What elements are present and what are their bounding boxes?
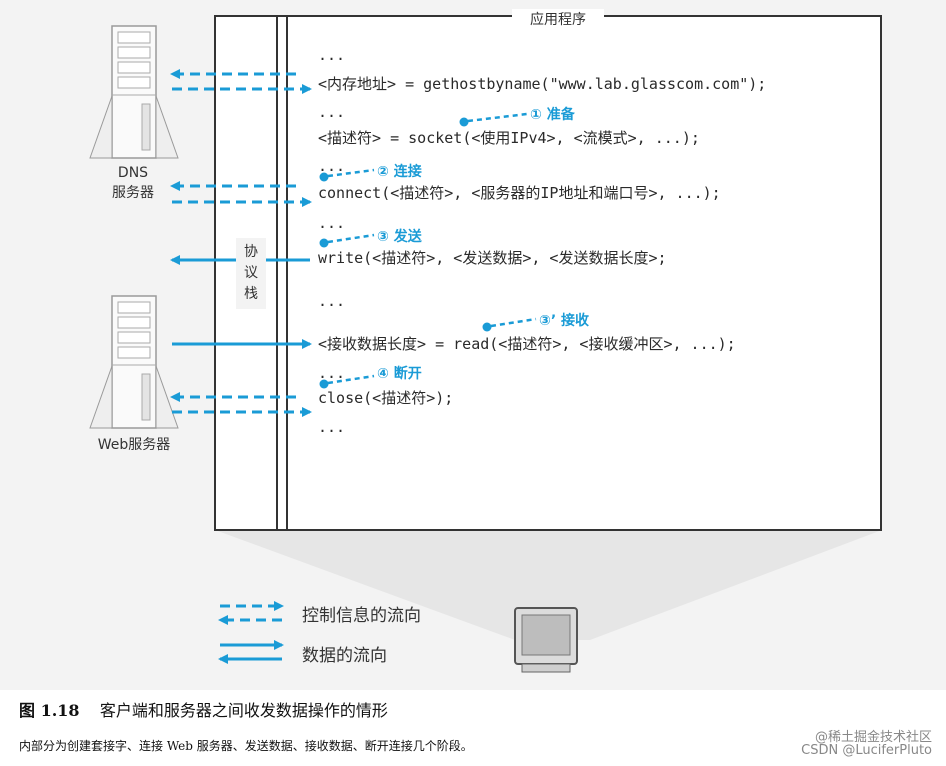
control-flow-arrows-close	[170, 392, 312, 417]
application-title: 应用程序	[512, 9, 604, 29]
watermark-csdn: CSDN @LuciferPluto	[801, 743, 932, 758]
code-line-write: write(<描述符>, <发送数据>, <发送数据长度>;	[318, 249, 667, 267]
figure-number: 图 1.18	[19, 701, 80, 720]
step-prepare-label: ① 准备	[530, 107, 575, 123]
code-line: ...	[318, 418, 346, 436]
step-receive-label: ③’ 接收	[539, 313, 590, 329]
control-flow-arrows-gethostbyname	[170, 69, 312, 94]
control-flow-arrows-connect	[170, 181, 312, 207]
diagram-canvas: 应用程序 ... <内存地址> = gethostbyname("www.lab…	[0, 0, 946, 690]
application-frame	[214, 15, 882, 531]
code-line: ...	[318, 157, 346, 175]
dns-server-label: DNS 服务器	[112, 165, 154, 201]
code-line: ...	[318, 46, 346, 64]
figure-caption-title: 图 1.18 客户端和服务器之间收发数据操作的情形	[19, 697, 388, 721]
legend-control-arrow	[218, 601, 284, 625]
code-line-connect: connect(<描述符>, <服务器的IP地址和端口号>, ...);	[318, 184, 721, 202]
legend-data-arrow	[218, 640, 284, 664]
step-pointers	[319, 112, 537, 389]
code-line-close: close(<描述符>);	[318, 389, 454, 407]
legend-data-label: 数据的流向	[302, 646, 387, 666]
code-line-gethostbyname: <内存地址> = gethostbyname("www.lab.glasscom…	[318, 75, 767, 93]
legend-control-label: 控制信息的流向	[302, 606, 421, 626]
watermark-juejin: @稀土掘金技术社区	[814, 730, 932, 745]
code-line: ...	[318, 292, 346, 310]
diagram-graphic	[89, 15, 882, 673]
protocol-stack-label: 协 议 栈	[236, 238, 266, 309]
code-line: ...	[318, 214, 346, 232]
monitor-icon	[514, 607, 578, 673]
dns-server-icon	[89, 25, 179, 159]
step-disconnect-label: ④ 断开	[377, 366, 422, 382]
step-connect-label: ② 连接	[377, 164, 422, 180]
code-line-read: <接收数据长度> = read(<描述符>, <接收缓冲区>, ...);	[318, 335, 736, 353]
code-line: ...	[318, 103, 346, 121]
figure-caption-text: 内部分为创建套接字、连接 Web 服务器、发送数据、接收数据、断开连接几个阶段。	[19, 739, 473, 753]
view-funnel	[215, 530, 882, 640]
code-line-socket: <描述符> = socket(<使用IPv4>, <流模式>, ...);	[318, 129, 700, 147]
figure-title: 客户端和服务器之间收发数据操作的情形	[99, 701, 388, 720]
web-server-icon	[89, 295, 179, 429]
code-line: ...	[318, 364, 346, 382]
step-send-label: ③ 发送	[377, 229, 422, 245]
web-server-label: Web服务器	[97, 437, 171, 453]
